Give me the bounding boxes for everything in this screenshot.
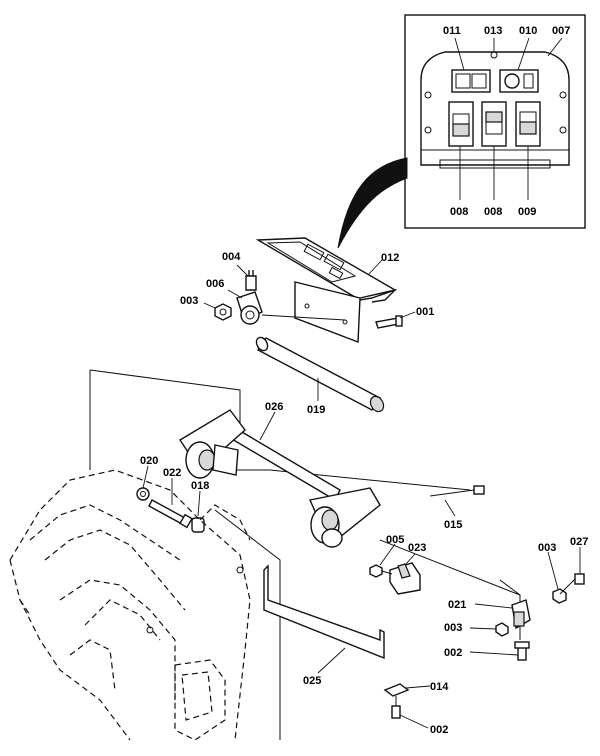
label-004: 004 xyxy=(222,251,241,263)
label-022: 022 xyxy=(163,467,181,479)
inset-leaders xyxy=(454,37,563,200)
label-027: 027 xyxy=(570,536,588,548)
label-001: 001 xyxy=(416,306,434,318)
bracket-021-hardware xyxy=(383,573,585,719)
label-008-a: 008 xyxy=(450,206,468,218)
rod-025 xyxy=(263,564,385,660)
part-labels: 011 013 010 007 008 008 009 012 004 006 … xyxy=(140,25,588,736)
label-013: 013 xyxy=(484,25,502,37)
label-020: 020 xyxy=(140,455,158,467)
tube-019 xyxy=(255,336,385,413)
bracket-023 xyxy=(369,562,421,595)
label-003-b: 003 xyxy=(538,542,556,554)
label-026: 026 xyxy=(265,401,283,413)
label-006: 006 xyxy=(206,278,224,290)
label-009: 009 xyxy=(518,206,536,218)
label-003-a: 003 xyxy=(180,295,198,307)
switch-hardware xyxy=(214,270,403,329)
label-007: 007 xyxy=(552,25,570,37)
detail-inset xyxy=(404,14,586,229)
label-002-a: 002 xyxy=(444,647,462,659)
label-014: 014 xyxy=(430,681,449,693)
callout-wedge xyxy=(337,157,408,249)
screw-015 xyxy=(429,485,485,497)
label-008-b: 008 xyxy=(484,206,502,218)
label-002-b: 002 xyxy=(430,724,448,736)
base-frame xyxy=(9,469,251,741)
label-012: 012 xyxy=(381,252,399,264)
label-015: 015 xyxy=(444,519,462,531)
control-panel-assembly xyxy=(255,237,398,343)
label-011: 011 xyxy=(443,25,461,37)
label-023: 023 xyxy=(408,542,426,554)
label-005: 005 xyxy=(386,534,404,546)
label-010: 010 xyxy=(519,25,537,37)
leader-lines xyxy=(142,259,581,729)
pivot-hardware xyxy=(136,487,205,533)
label-003-c: 003 xyxy=(444,622,462,634)
label-018: 018 xyxy=(191,480,209,492)
label-021: 021 xyxy=(448,599,466,611)
arm-assembly-026 xyxy=(179,409,381,548)
label-025: 025 xyxy=(303,675,321,687)
label-019: 019 xyxy=(307,404,325,416)
